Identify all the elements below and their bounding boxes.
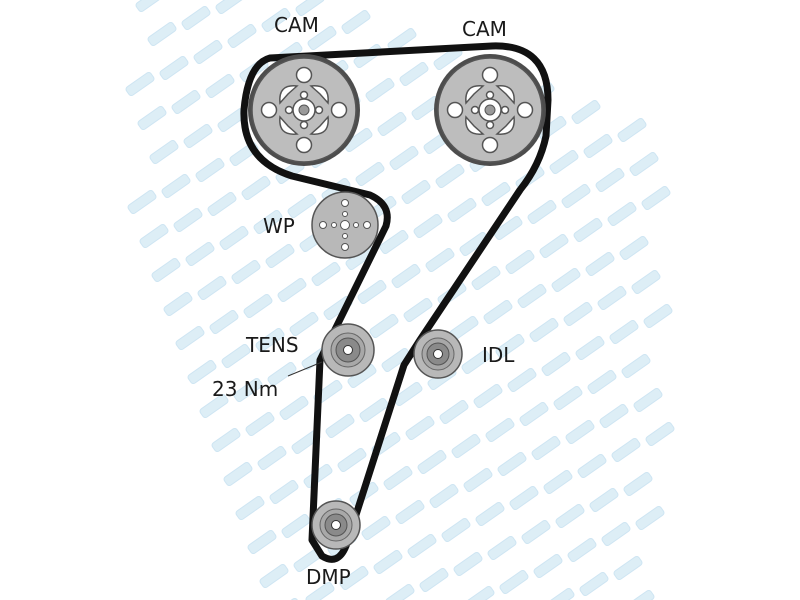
- timing-belt: [240, 42, 552, 563]
- dayco-watermark-pattern: [124, 0, 676, 600]
- tensioner-leader-line: [287, 361, 323, 377]
- label-idler: IDL: [482, 343, 515, 367]
- water-pump-pulley: [311, 191, 379, 259]
- label-cam-left: CAM: [274, 13, 319, 37]
- label-tensioner: TENS: [245, 333, 299, 357]
- idler-pulley: [413, 329, 463, 379]
- cam-gear-left: [248, 54, 360, 166]
- label-cam-right: CAM: [462, 17, 507, 41]
- tensioner-pulley: [321, 323, 375, 377]
- damper-pulley: [311, 500, 361, 550]
- label-tensioner-torque: 23 Nm: [212, 377, 278, 401]
- cam-gear-right: [434, 54, 546, 166]
- label-water-pump: WP: [263, 214, 295, 238]
- label-damper: DMP: [306, 565, 351, 589]
